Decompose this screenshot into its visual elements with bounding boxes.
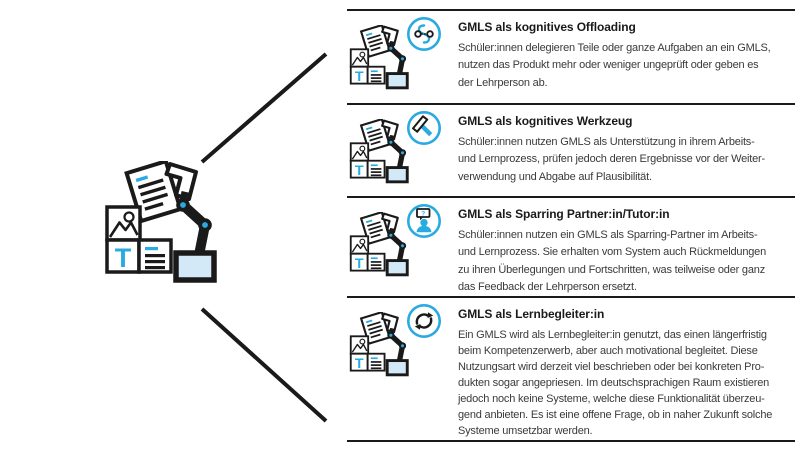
section-title: GMLS als Lernbegleiter:in: [458, 307, 605, 321]
section-cognitive-offloading: GMLS als kognitives Offloading Schüler:i…: [347, 9, 795, 103]
cycle-icon: [407, 304, 441, 338]
icon-cluster: [347, 11, 458, 103]
connector-line-top: [200, 52, 328, 164]
connector-line-bottom: [200, 307, 328, 423]
section-title: GMLS als kognitives Offloading: [458, 20, 636, 34]
gmls-robot-icon: [349, 312, 409, 378]
section-sparring-partner: ? GMLS als Sparring Partner:in/Tutor:in …: [347, 196, 795, 296]
gmls-robot-icon: [349, 119, 409, 185]
section-texts: GMLS als Sparring Partner:in/Tutor:in Sc…: [458, 198, 795, 296]
gmls-robot-arm-icon: [104, 161, 217, 286]
route-icon: [407, 17, 441, 51]
section-title: GMLS als kognitives Werkzeug: [458, 114, 633, 128]
section-texts: GMLS als kognitives Werkzeug Schüler:inn…: [458, 105, 795, 196]
gmls-robot-icon: [349, 212, 409, 278]
gmls-robot-icon: [349, 25, 409, 91]
section-cognitive-tool: GMLS als kognitives Werkzeug Schüler:inn…: [347, 103, 795, 196]
usage-types-list: GMLS als kognitives Offloading Schüler:i…: [347, 9, 795, 442]
icon-cluster: [347, 105, 458, 196]
section-body: Schüler:innen nutzen GMLS als Unterstütz…: [458, 136, 765, 183]
tutor-chat-icon: ?: [407, 204, 441, 238]
section-learning-companion: GMLS als Lernbegleiter:in Ein GMLS wird …: [347, 296, 795, 442]
section-body: Schüler:innen delegieren Teile oder ganz…: [458, 42, 771, 89]
section-texts: GMLS als Lernbegleiter:in Ein GMLS wird …: [458, 298, 795, 440]
section-texts: GMLS als kognitives Offloading Schüler:i…: [458, 11, 795, 103]
hammer-icon: [407, 111, 441, 145]
section-body: Ein GMLS wird als Lernbegleiter:in genut…: [458, 329, 773, 437]
svg-text:?: ?: [421, 210, 425, 217]
section-title: GMLS als Sparring Partner:in/Tutor:in: [458, 207, 670, 221]
icon-cluster: ?: [347, 198, 458, 296]
icon-cluster: [347, 298, 458, 440]
section-body: Schüler:innen nutzen ein GMLS als Sparri…: [458, 229, 766, 293]
